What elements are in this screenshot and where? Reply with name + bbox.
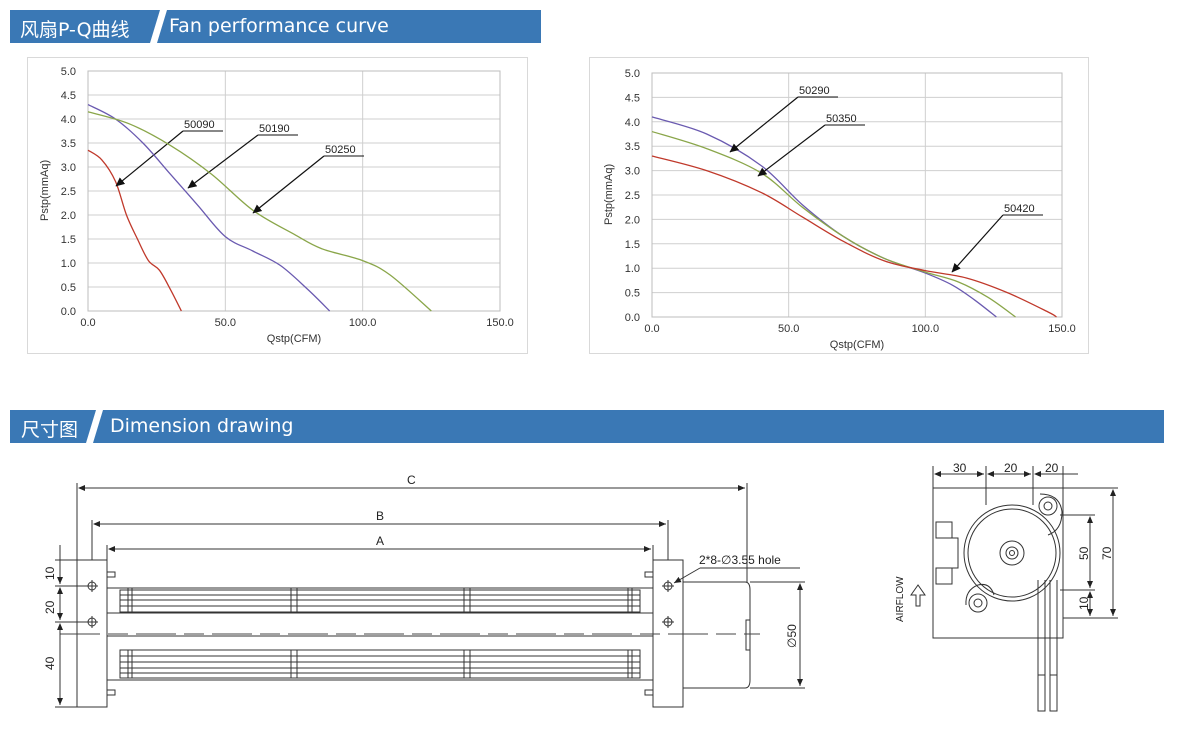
y-tick-label: 0.5 [61,282,76,294]
series-annotation-50190: 50190 [259,123,290,135]
x-tick-label: 50.0 [215,317,236,329]
dim-c-label: C [407,473,416,487]
section-title-en: Dimension drawing [110,415,294,437]
section-banner-pq: 风扇P-Q曲线 Fan performance curve [10,10,541,43]
series-annotation-50090: 50090 [184,119,215,131]
hole-label: 2*8-∅3.55 hole [699,553,781,567]
x-tick-label: 50.0 [778,323,799,335]
x-tick-label: 0.0 [644,323,659,335]
series-line-50350 [651,130,1016,318]
y-tick-label: 4.5 [625,92,640,104]
banner-bg [10,10,541,43]
annotation-arrow [757,124,826,177]
annotation-arrow [729,96,799,153]
dim-50-label: 50 [1077,546,1091,560]
annotation-arrow [951,214,1004,273]
chart-panel-right: 0.0 0.5 1.0 1.5 2.0 2.5 3.0 3.5 4.0 4.5 5.0 0.0 50.0… [589,57,1089,354]
section-banner-dimension: 尺寸图 Dimension drawing [10,410,1164,443]
dim-10b-label: 10 [1077,596,1091,610]
dia50-label: ∅50 [785,624,799,648]
y-tick-label: 0.5 [625,288,640,300]
pq-chart-left: 0.0 0.5 1.0 1.5 2.0 2.5 3.0 3.5 4.0 4.5 5.0 0.0 50.0… [39,66,514,345]
end-view-plate [932,487,1064,639]
series-annotation-50420: 50420 [1004,203,1035,215]
dim-20a-label: 20 [1004,461,1018,475]
series-line-50420 [651,155,1057,318]
x-tick-label: 100.0 [349,317,377,329]
y-tick-label: 2.0 [625,214,640,226]
dim-20b-label: 20 [1045,461,1059,475]
dim-40-label: 40 [43,656,57,670]
section-title-en: Fan performance curve [169,15,389,37]
pq-chart-right: 0.0 0.5 1.0 1.5 2.0 2.5 3.0 3.5 4.0 4.5 5.0 0.0 50.0… [603,68,1076,351]
x-tick-label: 100.0 [912,323,940,335]
x-tick-label: 150.0 [1048,323,1076,335]
x-axis-label: Qstp(CFM) [267,333,321,345]
section-title-zh: 风扇P-Q曲线 [20,19,130,41]
series-annotation-50290: 50290 [799,85,830,97]
x-tick-label: 0.0 [80,317,95,329]
chart-panel-left: 0.0 0.5 1.0 1.5 2.0 2.5 3.0 3.5 4.0 4.5 5.0 0.0 50.0… [27,57,528,354]
y-tick-label: 3.0 [61,162,76,174]
series-line-50190 [87,104,331,312]
annotation-arrow [252,155,325,214]
annotation-arrow [187,134,259,189]
y-tick-label: 2.5 [61,186,76,198]
annotation-arrow [115,130,184,187]
x-tick-label: 150.0 [486,317,514,329]
dim-30-label: 30 [953,461,967,475]
x-axis-label: Qstp(CFM) [830,339,884,351]
y-tick-label: 5.0 [61,66,76,78]
y-axis-label: Pstp(mmAq) [603,164,615,225]
y-tick-label: 2.5 [625,190,640,202]
section-title-zh: 尺寸图 [21,419,79,441]
y-tick-label: 1.5 [625,239,640,251]
y-tick-label: 4.0 [625,117,640,129]
y-tick-label: 3.5 [625,141,640,153]
plot-frame [87,70,501,312]
dim-b-label: B [376,509,384,523]
y-tick-label: 1.0 [61,258,76,270]
dimension-drawing: C B A 2*8-∅3.55 hole ∅50 10 20 40 30 20 … [43,461,1118,712]
y-tick-label: 3.0 [625,166,640,178]
series-annotation-50250: 50250 [325,144,356,156]
series-line-50250 [87,111,432,312]
y-tick-label: 0.0 [625,312,640,324]
plot-frame [651,72,1063,318]
y-tick-label: 0.0 [61,306,76,318]
dim-10-label: 10 [43,566,57,580]
y-axis-label: Pstp(mmAq) [39,160,51,221]
dim-a-label: A [376,534,384,548]
series-line-50090 [87,149,182,312]
y-tick-label: 1.5 [61,234,76,246]
y-tick-label: 1.0 [625,263,640,275]
airflow-label: AIRFLOW [895,576,906,622]
y-tick-label: 4.5 [61,90,76,102]
dim-20-label: 20 [43,600,57,614]
y-tick-label: 2.0 [61,210,76,222]
y-tick-label: 3.5 [61,138,76,150]
y-tick-label: 4.0 [61,114,76,126]
banner-bg [10,410,1164,443]
dim-70-label: 70 [1100,546,1114,560]
y-tick-label: 5.0 [625,68,640,80]
series-annotation-50350: 50350 [826,113,857,125]
